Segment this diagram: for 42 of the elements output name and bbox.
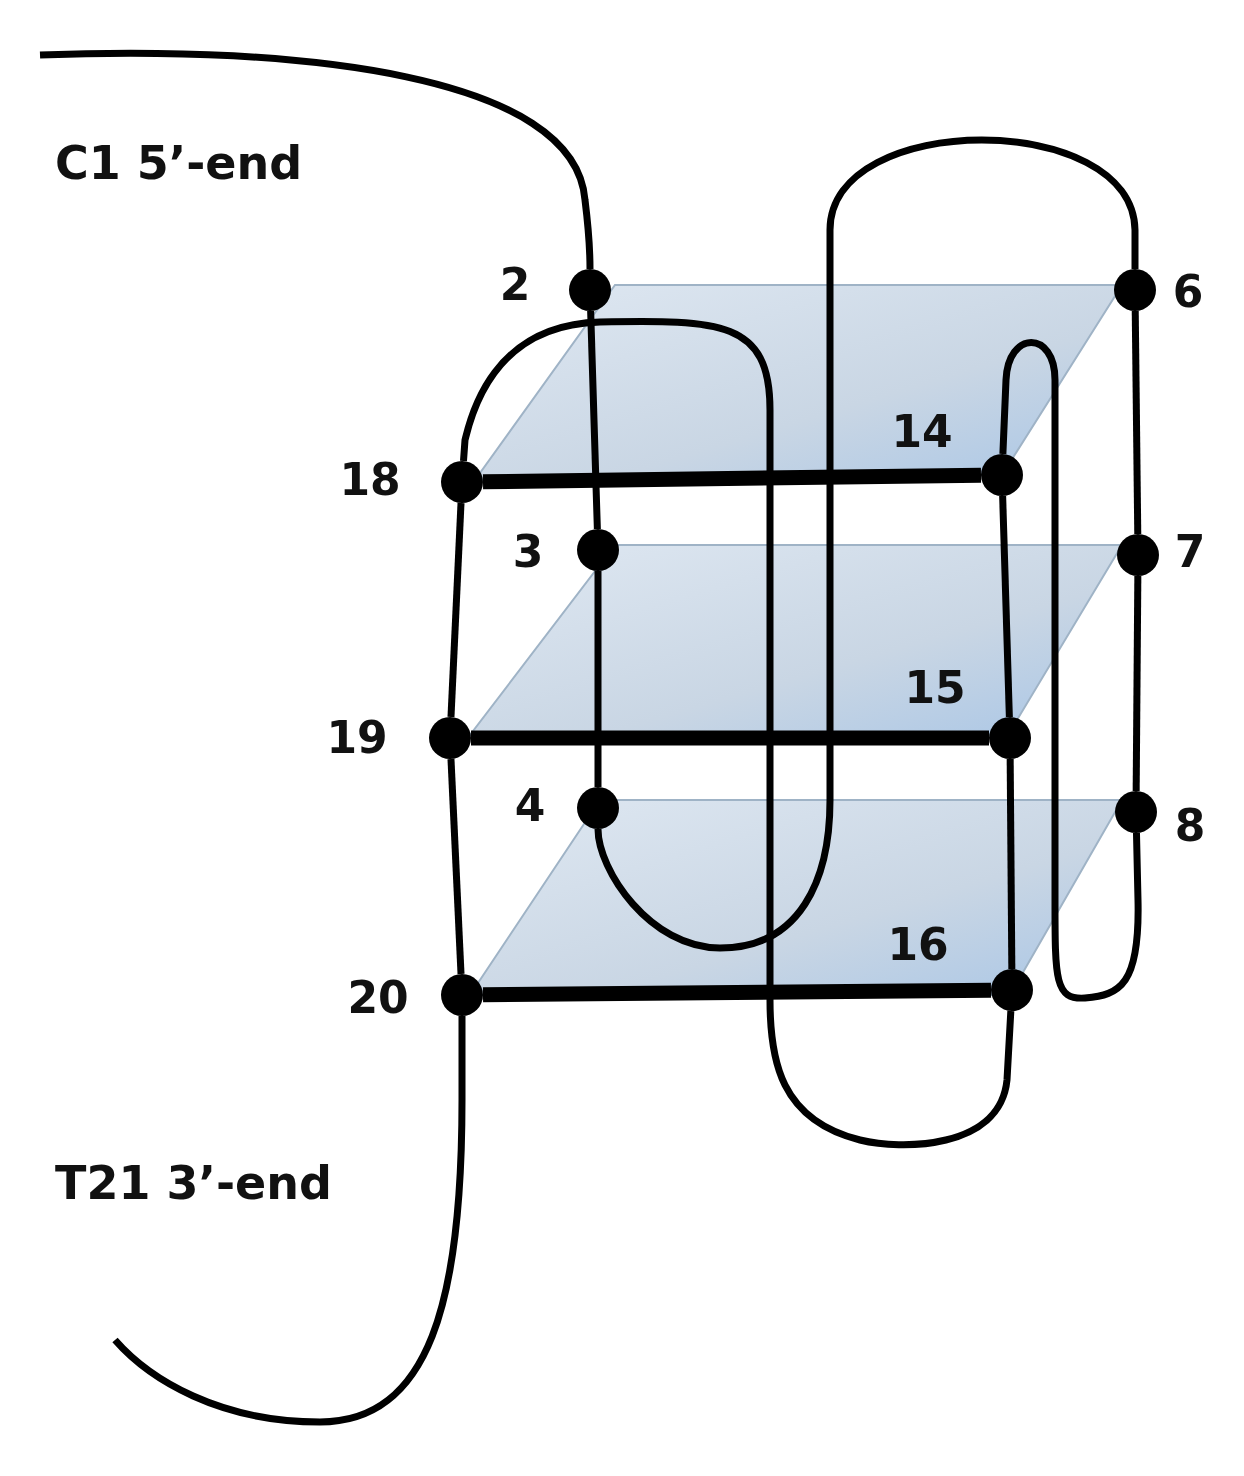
residue-number: 14 (891, 410, 953, 454)
strand-line (594, 571, 602, 787)
strand-end-label: C1 5’-end (55, 140, 303, 186)
residue-dot (1114, 269, 1156, 311)
strand-line (999, 495, 1013, 718)
pairing-bar (482, 467, 982, 490)
strand-line (587, 310, 601, 530)
residue-dot (1115, 791, 1157, 833)
strand-line (1006, 758, 1016, 970)
residue-dot (429, 717, 471, 759)
residue-dot (441, 461, 483, 503)
residue-number: 19 (326, 716, 388, 760)
residue-number: 18 (339, 458, 401, 502)
strand-line (447, 502, 465, 718)
residue-dot (989, 717, 1031, 759)
pairing-bar (471, 730, 989, 746)
strand-line (1132, 575, 1142, 792)
residue-dot (569, 269, 611, 311)
residue-number: 7 (1174, 530, 1206, 574)
strand-end-label: T21 3’-end (55, 1160, 332, 1206)
strand-line (112, 1016, 466, 1426)
residue-dot (1117, 534, 1159, 576)
residue-dot (577, 787, 619, 829)
residue-number: 16 (887, 923, 949, 967)
residue-dot (991, 969, 1033, 1011)
pairing-bar (482, 982, 992, 1003)
residue-number: 2 (499, 263, 531, 307)
strand-line (460, 318, 1015, 1149)
strand-line (39, 49, 594, 269)
residue-number: 6 (1172, 270, 1204, 314)
strand-line (594, 136, 1139, 952)
residue-dot (577, 529, 619, 571)
residue-dot (441, 974, 483, 1016)
residue-number: 4 (514, 784, 546, 828)
residue-number: 8 (1174, 804, 1206, 848)
residue-number: 20 (347, 976, 409, 1020)
residue-dot (981, 454, 1023, 496)
strand-line (447, 758, 465, 975)
residue-number: 15 (904, 666, 966, 710)
strand-line (999, 339, 1142, 1002)
strand-line (1131, 310, 1142, 535)
residue-number: 3 (512, 530, 544, 574)
